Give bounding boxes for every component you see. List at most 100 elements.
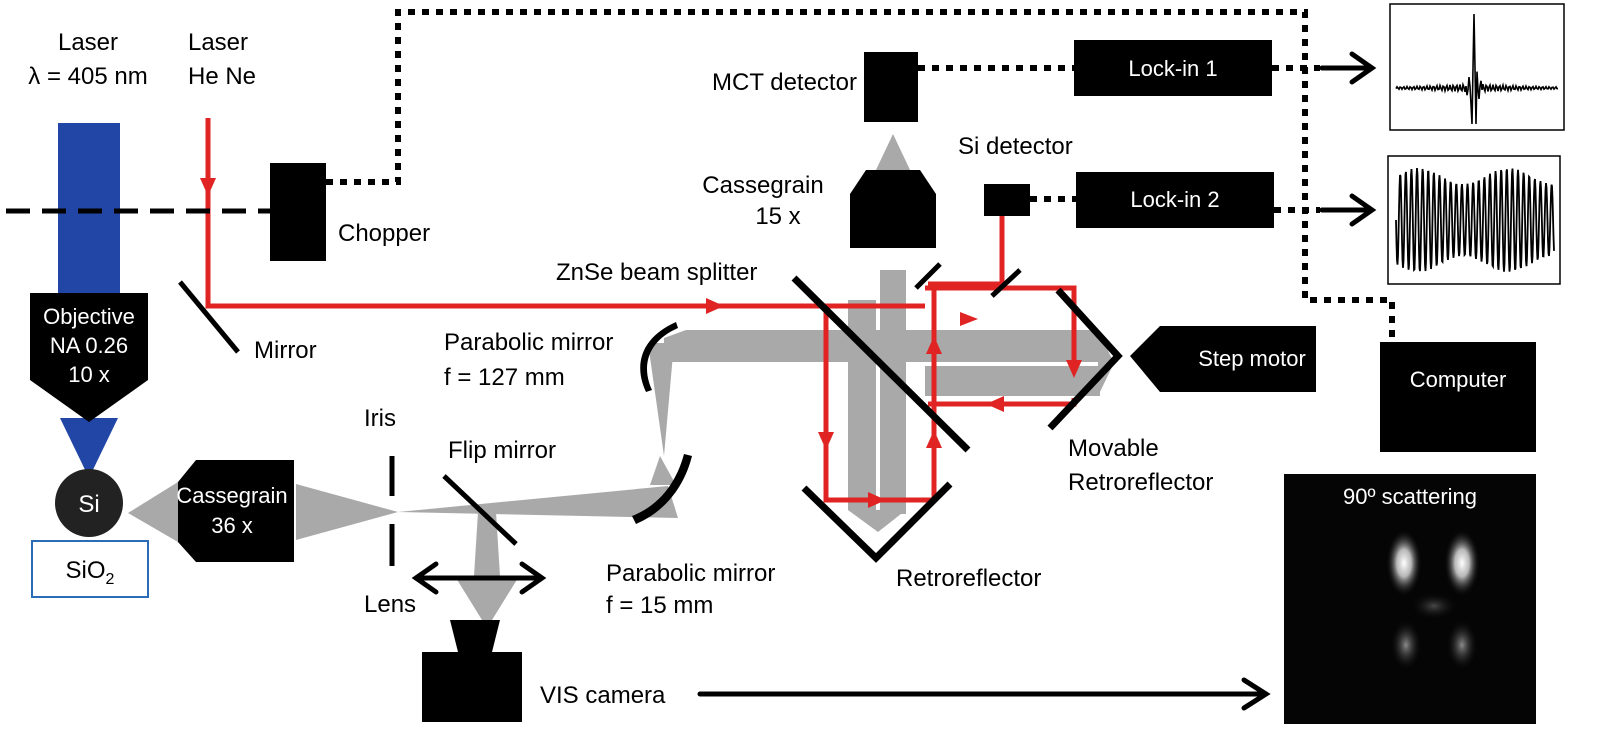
- sio2-label: SiO2: [66, 557, 115, 588]
- arrow-lockin2-to-plot-head: [1349, 193, 1377, 227]
- computer-label: Computer: [1410, 367, 1507, 392]
- cassegrain36-label-line1: Cassegrain: [176, 483, 287, 508]
- computer-box: [1380, 342, 1536, 452]
- objective-label-line3: 10 x: [68, 362, 110, 387]
- scattering-spot-2: [1444, 529, 1480, 597]
- movable-retroreflector: [1047, 287, 1123, 431]
- parabolic127-label-line1: Parabolic mirror: [444, 329, 613, 356]
- scattering-spot-4: [1446, 619, 1478, 671]
- beam-arrow-up-1: [880, 440, 906, 466]
- beam-retro-bottom: [848, 510, 906, 532]
- red-arrowheads: [200, 178, 1082, 508]
- scattering-image: [1284, 474, 1536, 724]
- arrow-camera-to-image-head: [1241, 677, 1271, 711]
- beam-arrow-right-2: [972, 332, 998, 360]
- si-signal-plot: [1387, 155, 1561, 285]
- si-sample-label: Si: [78, 491, 99, 518]
- sio2-label-base: SiO: [66, 557, 106, 584]
- scattering-spot-5: [1410, 592, 1458, 620]
- vis-camera-label: VIS camera: [540, 682, 666, 709]
- ir-beam-paths: [128, 134, 1114, 620]
- sio2-label-subscript: 2: [106, 571, 115, 588]
- red-arrow-right-retro: [868, 492, 886, 508]
- laser-hene-label-line1: Laser: [188, 29, 248, 56]
- chopper: [270, 163, 326, 261]
- pickoff-mirror-right: [990, 268, 1022, 298]
- hene-laser-path: [205, 118, 1077, 503]
- blue-beam-focus: [60, 418, 118, 478]
- red-beam-arm-top: [925, 285, 1077, 362]
- cassegrain-36x: [178, 460, 294, 562]
- lens-double-arrow-left-head: [411, 561, 439, 595]
- lens-double-arrow-right-head: [519, 561, 547, 595]
- si-signal-trace: [1395, 168, 1555, 273]
- beam-arrow-left-1: [1016, 368, 1040, 394]
- iris-label: Iris: [364, 405, 396, 432]
- cassegrain15-label-line2: 15 x: [755, 203, 800, 230]
- mct-detector-label: MCT detector: [712, 69, 857, 96]
- flip-mirror: [442, 474, 518, 546]
- scattering-spot-1: [1386, 529, 1422, 597]
- lockin-2-box: [1076, 172, 1274, 228]
- cassegrain15-label-line1: Cassegrain: [702, 172, 823, 199]
- beam-arrow-right-1: [736, 332, 760, 360]
- scattering-spot-3: [1390, 619, 1422, 671]
- interferogram-plot: [1389, 3, 1565, 131]
- parabolic127-label-line2: f = 127 mm: [444, 364, 565, 391]
- scattering-title-label: 90º scattering: [1343, 484, 1477, 509]
- beam-iris-to-parabolic15: [398, 486, 678, 518]
- red-arrow-right-arm: [960, 312, 978, 326]
- movable-retro-label-line1: Movable: [1068, 435, 1159, 462]
- beam-flip-to-lens: [474, 512, 500, 576]
- laser405-label-line1: Laser: [58, 29, 118, 56]
- sio2-substrate: [31, 540, 149, 598]
- objective-body: [30, 293, 148, 422]
- si-detector-label: Si detector: [958, 133, 1073, 160]
- lockin1-label: Lock-in 1: [1128, 56, 1217, 81]
- laser-hene-label-line2: He Ne: [188, 63, 256, 90]
- red-beam-to-si-detector: [928, 214, 1005, 287]
- red-arrow-down-arm: [1066, 360, 1082, 378]
- beam-parabolic15-up: [650, 456, 676, 485]
- lens-label: Lens: [364, 591, 416, 618]
- beam-arm-from-movable: [925, 366, 1100, 396]
- cassegrain36-label-line2: 36 x: [211, 513, 253, 538]
- si-sample: [55, 469, 123, 537]
- beam-parabolic127-to-splitter: [664, 330, 888, 362]
- lockin-1-box: [1074, 40, 1272, 96]
- objective-label-line1: Objective: [43, 304, 135, 329]
- arrow-lockin1-to-plot-head: [1349, 51, 1377, 85]
- laser405-label-line2: λ = 405 nm: [28, 63, 147, 90]
- red-arrow-down-laser: [200, 178, 216, 196]
- beam-parabolic15-to-parabolic127: [648, 343, 674, 456]
- mirror: [178, 280, 240, 354]
- scattering-image-frame: [1284, 474, 1536, 724]
- red-arrow-down-retro: [818, 432, 834, 450]
- retroreflector: [801, 481, 953, 563]
- beam-up-from-retro: [880, 270, 906, 514]
- beam-movable-corner: [1098, 330, 1114, 396]
- vis-camera-lens-mount: [450, 620, 500, 652]
- dotted-chopper-to-step-motor: [326, 9, 1395, 340]
- output-arrows: [411, 51, 1377, 711]
- flip-mirror-label: Flip mirror: [448, 437, 556, 464]
- red-arrow-up-2: [926, 336, 942, 354]
- cassegrain-15x: [850, 170, 936, 248]
- labels: Laser λ = 405 nm Laser He Ne Objective N…: [28, 29, 1506, 709]
- beam-cassegrain15-to-mct: [875, 134, 911, 172]
- parabolic15-label-line1: Parabolic mirror: [606, 560, 775, 587]
- signal-lines: [6, 9, 1395, 340]
- pickoff-mirror-left: [914, 262, 942, 290]
- si-detector: [984, 184, 1030, 216]
- parabolic-mirror-127: [640, 322, 678, 392]
- lockin2-label: Lock-in 2: [1130, 187, 1219, 212]
- step-motor-label: Step motor: [1198, 346, 1306, 371]
- znse-beam-splitter: [791, 275, 971, 453]
- chopper-label: Chopper: [338, 220, 430, 247]
- beam-lens-to-camera: [456, 578, 518, 620]
- blue-beam-column: [58, 123, 120, 293]
- step-motor: [1130, 326, 1316, 392]
- red-arrow-right: [706, 298, 724, 314]
- beam-sample-to-cassegrain36: [128, 482, 178, 542]
